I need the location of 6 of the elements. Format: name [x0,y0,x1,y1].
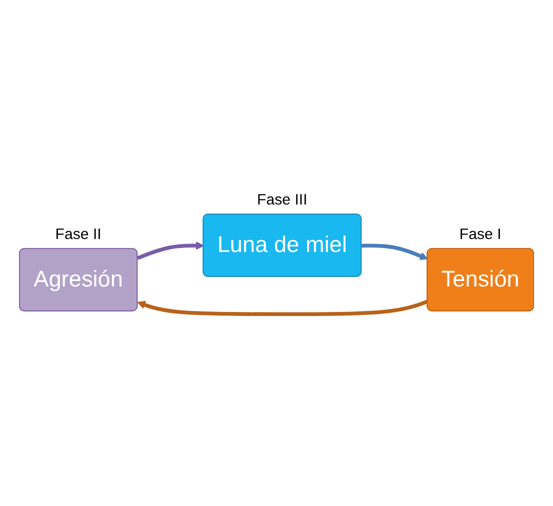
arrow [362,244,428,260]
phase-label: Fase III [257,192,308,209]
phase-label: Fase II [55,226,102,244]
arrow [136,242,204,260]
phase-label: Fase I [459,226,502,244]
arrow [137,300,428,316]
